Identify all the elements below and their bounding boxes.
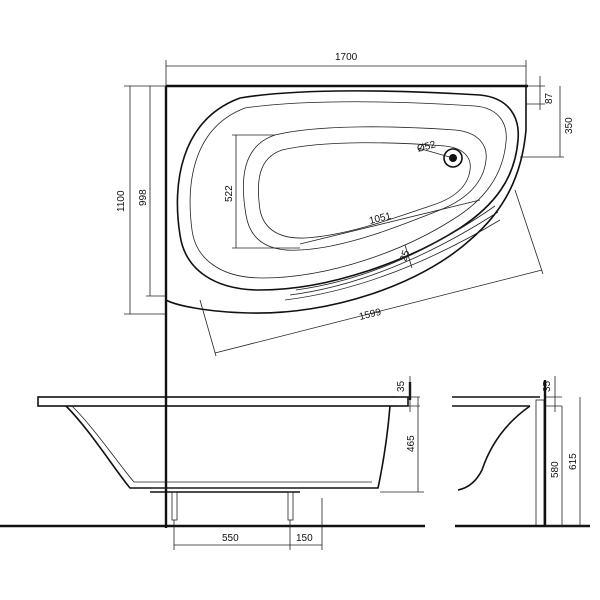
dim-inner-height-label: 998	[138, 189, 149, 206]
front-tub-body	[65, 405, 391, 489]
dim-width-label: 1700	[335, 52, 358, 63]
backrest-line-1	[284, 219, 501, 301]
tub-bowl	[242, 126, 487, 251]
dim-corner-b-label: 350	[564, 117, 575, 134]
dim-diagonal-label: 1599	[358, 307, 383, 323]
front-leg-spacing-label: 550	[222, 533, 239, 544]
dim-bowl-label: 522	[224, 185, 235, 202]
dim-length-label: 1051	[368, 211, 393, 227]
backrest-line-3	[295, 205, 496, 291]
front-view: 35 465 550 150	[0, 376, 425, 550]
dim-diagonal-ext-left	[199, 299, 217, 357]
front-rim	[37, 396, 409, 407]
dim-corner-a-label: 87	[544, 92, 555, 104]
side-rim-label: 35	[542, 380, 553, 392]
top-view: Ø52 1700 1100 998 522 1051 25 1599	[116, 52, 575, 528]
dim-diagonal-ext-right	[514, 189, 544, 275]
front-tub-inner	[71, 405, 372, 483]
dim-rim-label: 25	[398, 249, 412, 263]
tub-bowl-inner	[257, 142, 471, 239]
dim-height-label: 1100	[116, 190, 127, 212]
front-rim-label: 35	[396, 380, 407, 392]
drain-leader	[417, 147, 454, 159]
backrest-line-2	[289, 211, 499, 296]
tub-outer-contour	[165, 85, 527, 314]
side-total-height-label: 615	[568, 453, 579, 470]
side-tub-body	[457, 405, 531, 491]
dim-length-line	[299, 199, 481, 245]
side-view: 35 580 615	[452, 376, 590, 528]
front-leg-offset-label: 150	[296, 533, 313, 544]
front-leg-left	[171, 491, 178, 521]
side-inner-height-label: 580	[550, 461, 561, 478]
front-depth-label: 465	[406, 435, 417, 452]
dim-rim-line	[404, 244, 413, 269]
front-leg-right	[287, 491, 294, 521]
dim-diagonal-line	[214, 269, 543, 354]
side-panel	[535, 399, 545, 527]
drain-icon	[443, 148, 463, 168]
drain-label: Ø52	[416, 139, 438, 155]
tub-inner-rim	[189, 101, 507, 279]
